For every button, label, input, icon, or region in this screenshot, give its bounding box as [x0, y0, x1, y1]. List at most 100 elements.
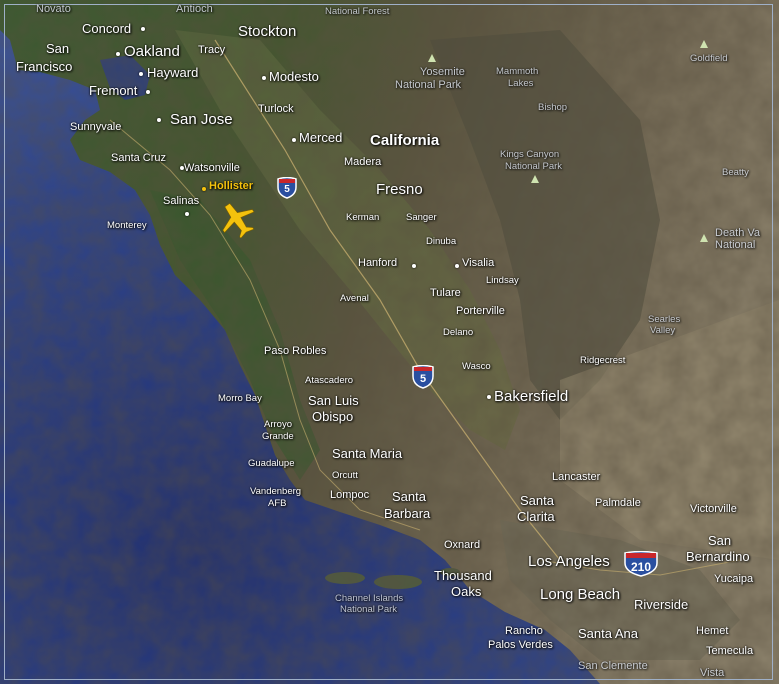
city-dot [262, 76, 266, 80]
place-label[interactable]: Hayward [147, 65, 199, 80]
place-label[interactable]: Madera [344, 156, 382, 168]
place-label[interactable]: National [715, 239, 756, 251]
place-label[interactable]: Oaks [451, 584, 482, 599]
place-label[interactable]: AFB [268, 498, 287, 509]
place-label[interactable]: Channel Islands [335, 593, 404, 604]
place-label[interactable]: Searles [648, 314, 681, 325]
place-label[interactable]: Yucaipa [714, 573, 754, 585]
place-label[interactable]: Los Angeles [528, 553, 610, 570]
place-label[interactable]: Fresno [376, 181, 423, 198]
place-label[interactable]: Avenal [340, 293, 369, 304]
place-label[interactable]: Mammoth [496, 66, 539, 77]
city-dot [157, 118, 161, 122]
park-marker-icon [531, 175, 539, 183]
place-label[interactable]: Kerman [346, 212, 380, 223]
place-label[interactable]: Clarita [517, 509, 555, 524]
place-label[interactable]: Obispo [312, 409, 354, 424]
place-label[interactable]: Antioch [176, 3, 213, 15]
interstate-shield-icon[interactable]: 210 [624, 550, 658, 577]
place-label[interactable]: Paso Robles [264, 345, 327, 357]
place-label[interactable]: Santa [520, 493, 554, 508]
place-label[interactable]: Santa Maria [332, 446, 403, 461]
place-label[interactable]: Bakersfield [494, 388, 569, 405]
interstate-shield-icon[interactable]: 5 [277, 176, 297, 199]
highlight-city-label[interactable]: Hollister [209, 180, 254, 192]
place-label[interactable]: Bernardino [686, 549, 750, 564]
place-label[interactable]: Watsonville [184, 162, 240, 174]
place-label[interactable]: Oakland [124, 43, 180, 60]
place-label[interactable]: Merced [299, 130, 343, 145]
place-label[interactable]: Turlock [258, 103, 294, 115]
city-dot [412, 264, 416, 268]
place-label[interactable]: Novato [36, 3, 71, 15]
place-label[interactable]: National Park [340, 604, 398, 615]
interstate-shield-icon[interactable]: 5 [412, 364, 434, 389]
place-label[interactable]: Orcutt [332, 470, 358, 481]
place-label[interactable]: Rancho [505, 625, 543, 637]
place-label[interactable]: Visalia [462, 257, 495, 269]
place-label[interactable]: Santa Ana [578, 626, 638, 641]
place-label[interactable]: Yosemite [420, 66, 465, 78]
place-label[interactable]: Grande [262, 431, 294, 442]
place-label[interactable]: National Forest [325, 6, 390, 17]
place-label[interactable]: Santa Cruz [111, 152, 167, 164]
place-label[interactable]: Wasco [462, 361, 491, 372]
place-label[interactable]: Santa [392, 489, 426, 504]
place-label[interactable]: Temecula [706, 645, 754, 657]
city-dot-highlight [202, 187, 206, 191]
park-marker-icon [700, 234, 708, 242]
place-label[interactable]: Oxnard [444, 539, 481, 551]
place-label[interactable]: Victorville [690, 503, 737, 515]
place-label[interactable]: Riverside [634, 597, 689, 612]
place-label[interactable]: Fremont [89, 83, 138, 98]
place-label[interactable]: Lancaster [552, 471, 601, 483]
place-label[interactable]: San [708, 533, 732, 548]
place-label[interactable]: Ridgecrest [580, 355, 626, 366]
place-label[interactable]: Bishop [538, 102, 568, 113]
place-label[interactable]: Delano [443, 327, 474, 338]
place-label[interactable]: Kings Canyon [500, 149, 560, 160]
place-label[interactable]: Goldfield [690, 53, 728, 64]
place-label[interactable]: Vandenberg [250, 486, 302, 497]
place-label[interactable]: Concord [82, 21, 132, 36]
place-label[interactable]: San Jose [170, 111, 233, 128]
place-label[interactable]: Salinas [163, 195, 200, 207]
place-label[interactable]: Lompoc [330, 489, 370, 501]
place-label[interactable]: Lakes [508, 78, 534, 89]
place-label[interactable]: Vista [700, 667, 725, 679]
place-label[interactable]: Long Beach [540, 586, 621, 603]
place-label[interactable]: Tracy [198, 44, 226, 56]
place-label[interactable]: Porterville [456, 305, 505, 317]
airplane-icon[interactable] [216, 200, 258, 238]
place-label[interactable]: Valley [650, 325, 676, 336]
place-label[interactable]: National Park [505, 161, 563, 172]
place-label[interactable]: Hemet [696, 625, 729, 637]
place-label[interactable]: San Clemente [578, 660, 648, 672]
place-label[interactable]: Hanford [358, 257, 398, 269]
place-label[interactable]: Atascadero [305, 375, 354, 386]
place-label[interactable]: Sanger [406, 212, 437, 223]
place-label[interactable]: Stockton [238, 23, 297, 40]
place-label[interactable]: Guadalupe [248, 458, 295, 469]
place-label[interactable]: Arroyo [264, 419, 292, 430]
place-label[interactable]: Thousand [434, 568, 492, 583]
place-label[interactable]: Lindsay [486, 275, 519, 286]
place-label[interactable]: Tulare [430, 287, 461, 299]
place-label[interactable]: Death Va [715, 227, 761, 239]
place-label[interactable]: Morro Bay [218, 393, 262, 404]
place-label[interactable]: Monterey [107, 220, 147, 231]
place-label[interactable]: Dinuba [426, 236, 457, 247]
place-label[interactable]: Palos Verdes [488, 639, 553, 651]
place-label[interactable]: Palmdale [595, 497, 641, 509]
city-dot [487, 395, 491, 399]
place-label[interactable]: Modesto [269, 69, 319, 84]
place-label[interactable]: Francisco [16, 59, 73, 74]
place-label[interactable]: National Park [395, 79, 462, 91]
place-label[interactable]: San Luis [308, 393, 359, 408]
place-label[interactable]: San [46, 41, 70, 56]
place-label[interactable]: Sunnyvale [70, 121, 122, 133]
place-label[interactable]: Barbara [384, 506, 431, 521]
state-label[interactable]: California [370, 132, 440, 149]
place-label[interactable]: Beatty [722, 167, 749, 178]
